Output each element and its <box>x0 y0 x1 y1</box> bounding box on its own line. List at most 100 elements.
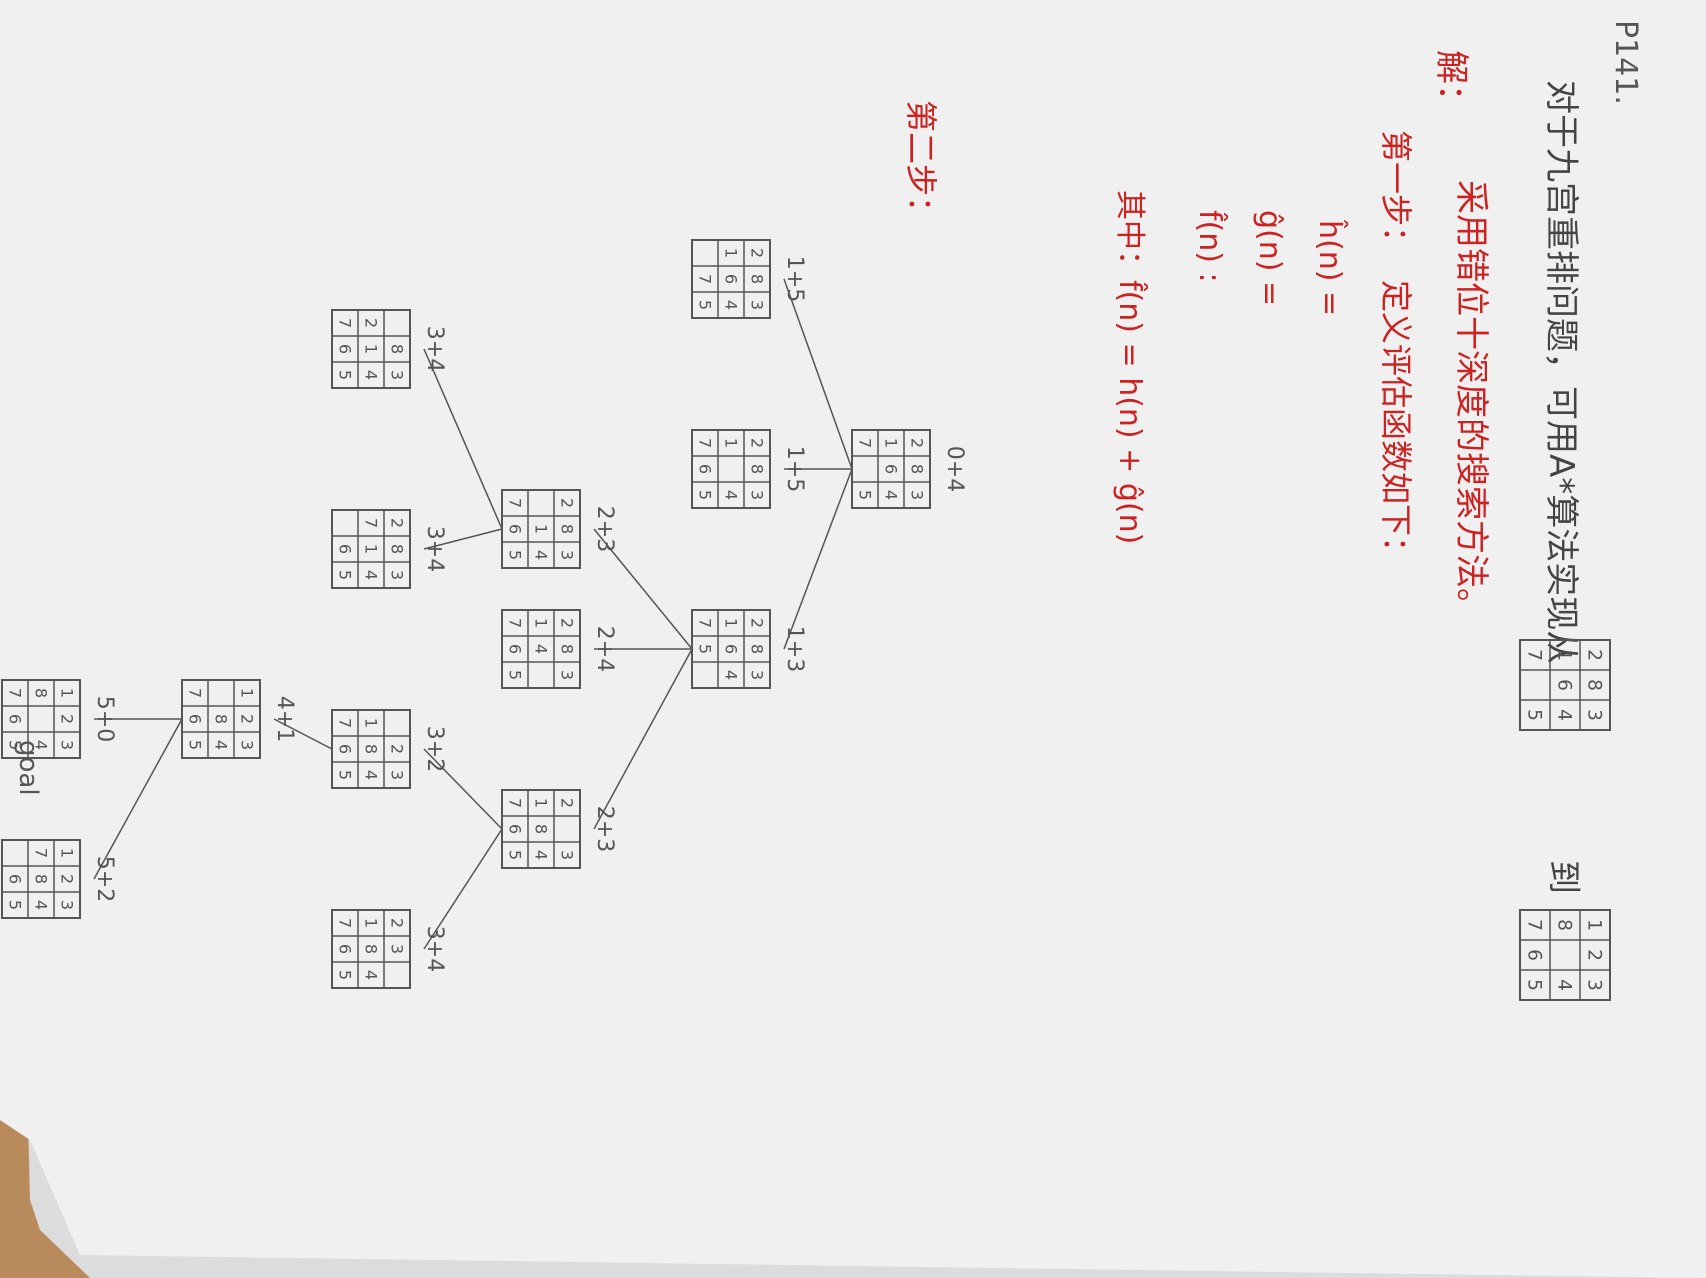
h-definition: ĥ(n) = <box>1312 219 1348 316</box>
grid-frame <box>501 789 581 869</box>
node-cost-label: 3+2 <box>422 726 447 772</box>
tile-number: 1 <box>361 718 380 728</box>
grid-frame <box>691 239 771 319</box>
tile-number: 4 <box>881 490 900 500</box>
tree-edge-arrow <box>423 348 503 530</box>
tree-edge-arrow <box>273 718 333 750</box>
page-label: P141. <box>1608 20 1643 105</box>
tile-number: 4 <box>361 370 380 380</box>
tile-number: 6 <box>505 524 524 534</box>
tile-number: 3 <box>557 670 576 680</box>
tree-edge-arrow <box>593 648 693 830</box>
tile-number: 1 <box>1553 649 1574 661</box>
node-cost-label: 2+3 <box>592 506 617 552</box>
tile-number: 3 <box>557 550 576 560</box>
tile-number: 3 <box>57 900 76 910</box>
node-cost-label: 0+4 <box>942 446 967 492</box>
tile-number: 6 <box>695 464 714 474</box>
tree-edge-arrow <box>93 718 183 880</box>
tile-number: 3 <box>747 300 766 310</box>
tile-number: 2 <box>387 918 406 928</box>
tile-number: 7 <box>695 618 714 628</box>
tile-number: 4 <box>721 670 740 680</box>
tile-number: 8 <box>1583 679 1604 691</box>
tile-number: 1 <box>57 688 76 698</box>
tile-number: 5 <box>335 570 354 580</box>
node-cost-label: 3+4 <box>422 326 447 372</box>
tile-number: 1 <box>1583 919 1604 931</box>
tile-number: 3 <box>1583 709 1604 721</box>
grid-frame <box>331 709 411 789</box>
tile-number: 3 <box>747 670 766 680</box>
tile-number: 8 <box>907 464 926 474</box>
tile-number: 7 <box>855 438 874 448</box>
tree-edge-arrow <box>593 528 693 650</box>
tree-edge-arrow <box>423 528 503 550</box>
tile-number: 7 <box>185 688 204 698</box>
tile-number: 2 <box>747 618 766 628</box>
tile-number: 5 <box>505 850 524 860</box>
tile-number: 4 <box>531 644 550 654</box>
tile-number: 7 <box>1523 649 1544 661</box>
tile-number: 6 <box>335 944 354 954</box>
tile-number: 4 <box>361 970 380 980</box>
tile-number: 2 <box>747 248 766 258</box>
tile-number: 7 <box>335 918 354 928</box>
grid-frame <box>331 509 411 589</box>
tile-number: 2 <box>237 714 256 724</box>
tile-number: 5 <box>505 670 524 680</box>
tile-number: 8 <box>387 344 406 354</box>
tile-number: 2 <box>57 874 76 884</box>
tile-number: 7 <box>335 718 354 728</box>
grid-frame <box>181 679 261 759</box>
tree-edge-arrow <box>423 748 503 830</box>
step1-text: 定义评估函数如下： <box>1377 280 1415 568</box>
tile-number: 3 <box>387 770 406 780</box>
node-cost-label: 2+4 <box>592 626 617 672</box>
tile-number: 4 <box>31 900 50 910</box>
tile-number: 1 <box>531 618 550 628</box>
search-tree: 283164750+4283164751+5283147651+52831647… <box>1 239 967 989</box>
grid-frame <box>331 309 411 389</box>
grid-frame <box>1519 639 1611 731</box>
tile-number: 3 <box>387 570 406 580</box>
node-cost-label: 3+4 <box>422 926 447 972</box>
tile-number: 3 <box>387 944 406 954</box>
tile-number: 8 <box>361 944 380 954</box>
tile-number: 6 <box>881 464 900 474</box>
tile-number: 7 <box>695 274 714 284</box>
tile-number: 2 <box>57 714 76 724</box>
g-definition: ĝ(n) = <box>1252 210 1287 306</box>
tree-edge-arrow <box>423 828 503 950</box>
grid-frame <box>331 909 411 989</box>
tile-number: 3 <box>387 370 406 380</box>
tile-number: 4 <box>721 490 740 500</box>
tile-number: 2 <box>1583 649 1604 661</box>
tree-edge-arrow <box>783 278 853 470</box>
tile-number: 4 <box>31 740 50 750</box>
tile-number: 7 <box>361 518 380 528</box>
tile-number: 4 <box>531 850 550 860</box>
tile-number: 8 <box>31 874 50 884</box>
tile-number: 6 <box>721 274 740 284</box>
grid-frame <box>501 489 581 569</box>
tile-number: 8 <box>747 464 766 474</box>
tile-number: 7 <box>505 618 524 628</box>
tile-number: 5 <box>695 300 714 310</box>
goal-label: goal <box>13 740 43 796</box>
tile-number: 8 <box>361 744 380 754</box>
tile-number: 8 <box>557 524 576 534</box>
tile-number: 2 <box>907 438 926 448</box>
